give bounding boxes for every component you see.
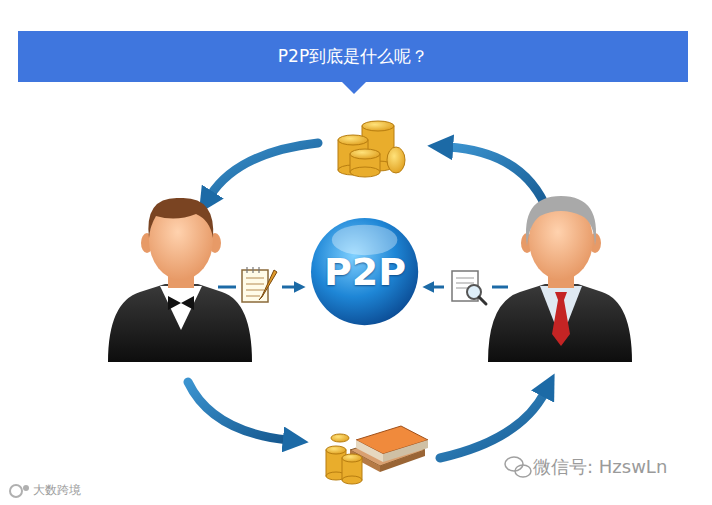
- wechat-icon: [505, 457, 531, 477]
- coin-stack-top: [338, 121, 405, 177]
- notepad-icon: [242, 267, 277, 302]
- node-label: P2P: [324, 250, 406, 294]
- watermark-logo: [10, 485, 29, 497]
- borrower-figure: [488, 196, 632, 362]
- p2p-sphere: P2P: [310, 217, 419, 326]
- money-stack-bottom: [326, 426, 428, 484]
- wechat-id: 微信号: HzswLn: [533, 455, 667, 479]
- search-document-icon: [452, 271, 486, 304]
- flow-arrows: [188, 143, 548, 458]
- lender-figure: [108, 198, 252, 362]
- banner-pointer: [342, 82, 366, 94]
- title-banner: P2P到底是什么呢？: [18, 31, 688, 82]
- watermark-text: 大数跨境: [33, 482, 81, 499]
